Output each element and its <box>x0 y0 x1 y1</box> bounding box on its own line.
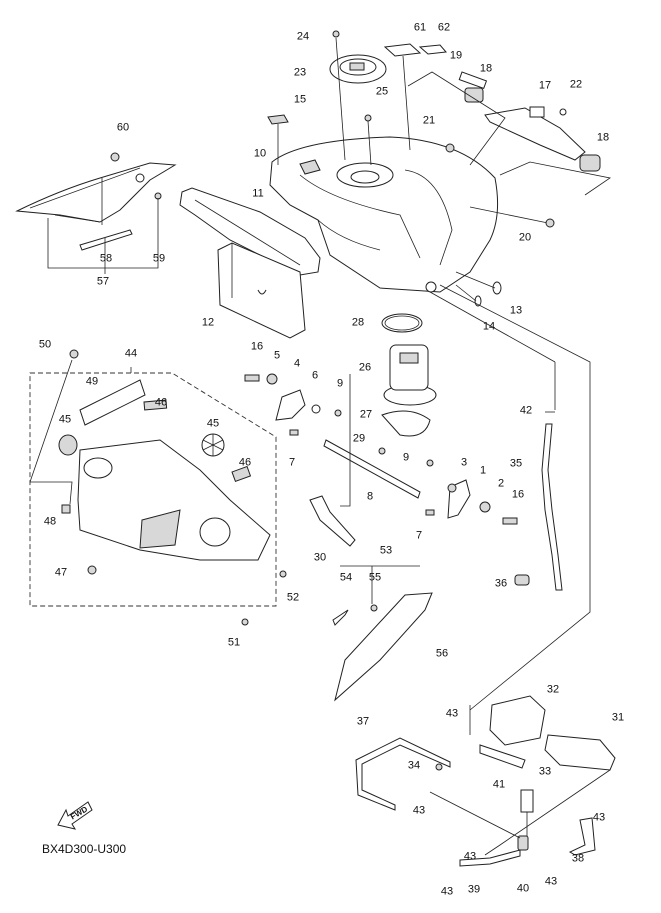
callout-24: 24 <box>296 30 310 43</box>
diagram-code: BX4D300-U300 <box>42 842 127 856</box>
callout-59: 59 <box>152 252 166 265</box>
callout-7: 7 <box>288 456 296 469</box>
callout-30: 30 <box>313 551 327 564</box>
callout-20: 20 <box>518 231 532 244</box>
callout-19: 19 <box>449 49 463 62</box>
callout-42: 42 <box>519 404 533 417</box>
callout-36: 36 <box>494 577 508 590</box>
callout-17: 17 <box>538 79 552 92</box>
callout-43: 43 <box>463 850 477 863</box>
callout-18: 18 <box>596 131 610 144</box>
fuel-hose <box>309 495 356 547</box>
callout-8: 8 <box>366 490 374 503</box>
callout-6: 6 <box>311 369 319 382</box>
callout-22: 22 <box>569 78 583 91</box>
tank-bracket <box>407 71 612 228</box>
callout-43: 43 <box>412 804 426 817</box>
callout-58: 58 <box>99 252 113 265</box>
evap-canister-system <box>355 695 616 867</box>
callout-18: 18 <box>479 62 493 75</box>
tank-side-covers <box>179 187 321 339</box>
callout-1: 1 <box>479 464 487 477</box>
callout-60: 60 <box>116 121 130 134</box>
callout-16: 16 <box>511 488 525 501</box>
callout-29: 29 <box>352 432 366 445</box>
callout-40: 40 <box>516 882 530 895</box>
callout-27: 27 <box>359 408 373 421</box>
callout-43: 43 <box>592 811 606 824</box>
callout-10: 10 <box>253 147 267 160</box>
callout-31: 31 <box>611 711 625 724</box>
callout-39: 39 <box>467 883 481 896</box>
fuel-tank <box>269 136 499 293</box>
callout-12: 12 <box>201 316 215 329</box>
callout-47: 47 <box>54 566 68 579</box>
callout-50: 50 <box>38 338 52 351</box>
o-ring <box>381 313 423 333</box>
callout-35: 35 <box>509 457 523 470</box>
callout-62: 62 <box>437 21 451 34</box>
callout-61: 61 <box>413 21 427 34</box>
callout-4: 4 <box>293 357 301 370</box>
callout-13: 13 <box>509 304 523 317</box>
callout-48: 48 <box>43 515 57 528</box>
cover-group-boundary <box>29 372 277 607</box>
grommet <box>514 574 530 586</box>
callout-38: 38 <box>571 852 585 865</box>
label-decal <box>418 44 447 55</box>
callout-41: 41 <box>492 778 506 791</box>
callout-46: 46 <box>238 456 252 469</box>
callout-33: 33 <box>538 765 552 778</box>
callout-43: 43 <box>440 885 454 898</box>
callout-5: 5 <box>273 349 281 362</box>
callout-32: 32 <box>546 683 560 696</box>
callout-21: 21 <box>422 114 436 127</box>
tank-top-cover <box>58 349 287 626</box>
callout-53: 53 <box>379 544 393 557</box>
callout-52: 52 <box>286 591 300 604</box>
callout-25: 25 <box>375 85 389 98</box>
callout-55: 55 <box>368 571 382 584</box>
callout-28: 28 <box>351 316 365 329</box>
breather-hose <box>541 423 563 591</box>
callout-9: 9 <box>336 377 344 390</box>
callout-54: 54 <box>339 571 353 584</box>
side-cover-assembly <box>15 152 177 274</box>
callout-2: 2 <box>497 477 505 490</box>
callout-45: 45 <box>206 417 220 430</box>
callout-51: 51 <box>227 636 241 649</box>
label-decal <box>383 43 422 57</box>
callout-44: 44 <box>124 347 138 360</box>
callout-43: 43 <box>445 707 459 720</box>
callout-57: 57 <box>96 275 110 288</box>
tank-rod-assembly <box>244 373 518 525</box>
callout-34: 34 <box>407 759 421 772</box>
grommet <box>492 281 502 295</box>
callout-23: 23 <box>293 66 307 79</box>
callout-43: 43 <box>544 875 558 888</box>
callout-56: 56 <box>435 647 449 660</box>
callout-46: 46 <box>154 396 168 409</box>
fuel-cap <box>329 30 387 166</box>
fuel-pump <box>378 344 437 455</box>
callout-3: 3 <box>460 456 468 469</box>
callout-45: 45 <box>58 413 72 426</box>
callout-9: 9 <box>402 451 410 464</box>
callout-26: 26 <box>358 361 372 374</box>
callout-7: 7 <box>415 529 423 542</box>
forward-arrow-icon <box>57 801 93 830</box>
callout-37: 37 <box>356 715 370 728</box>
callout-49: 49 <box>85 375 99 388</box>
callout-14: 14 <box>482 320 496 333</box>
callout-15: 15 <box>293 93 307 106</box>
callout-16: 16 <box>250 340 264 353</box>
pad <box>267 114 289 125</box>
side-panel <box>334 592 433 702</box>
callout-11: 11 <box>252 187 264 200</box>
